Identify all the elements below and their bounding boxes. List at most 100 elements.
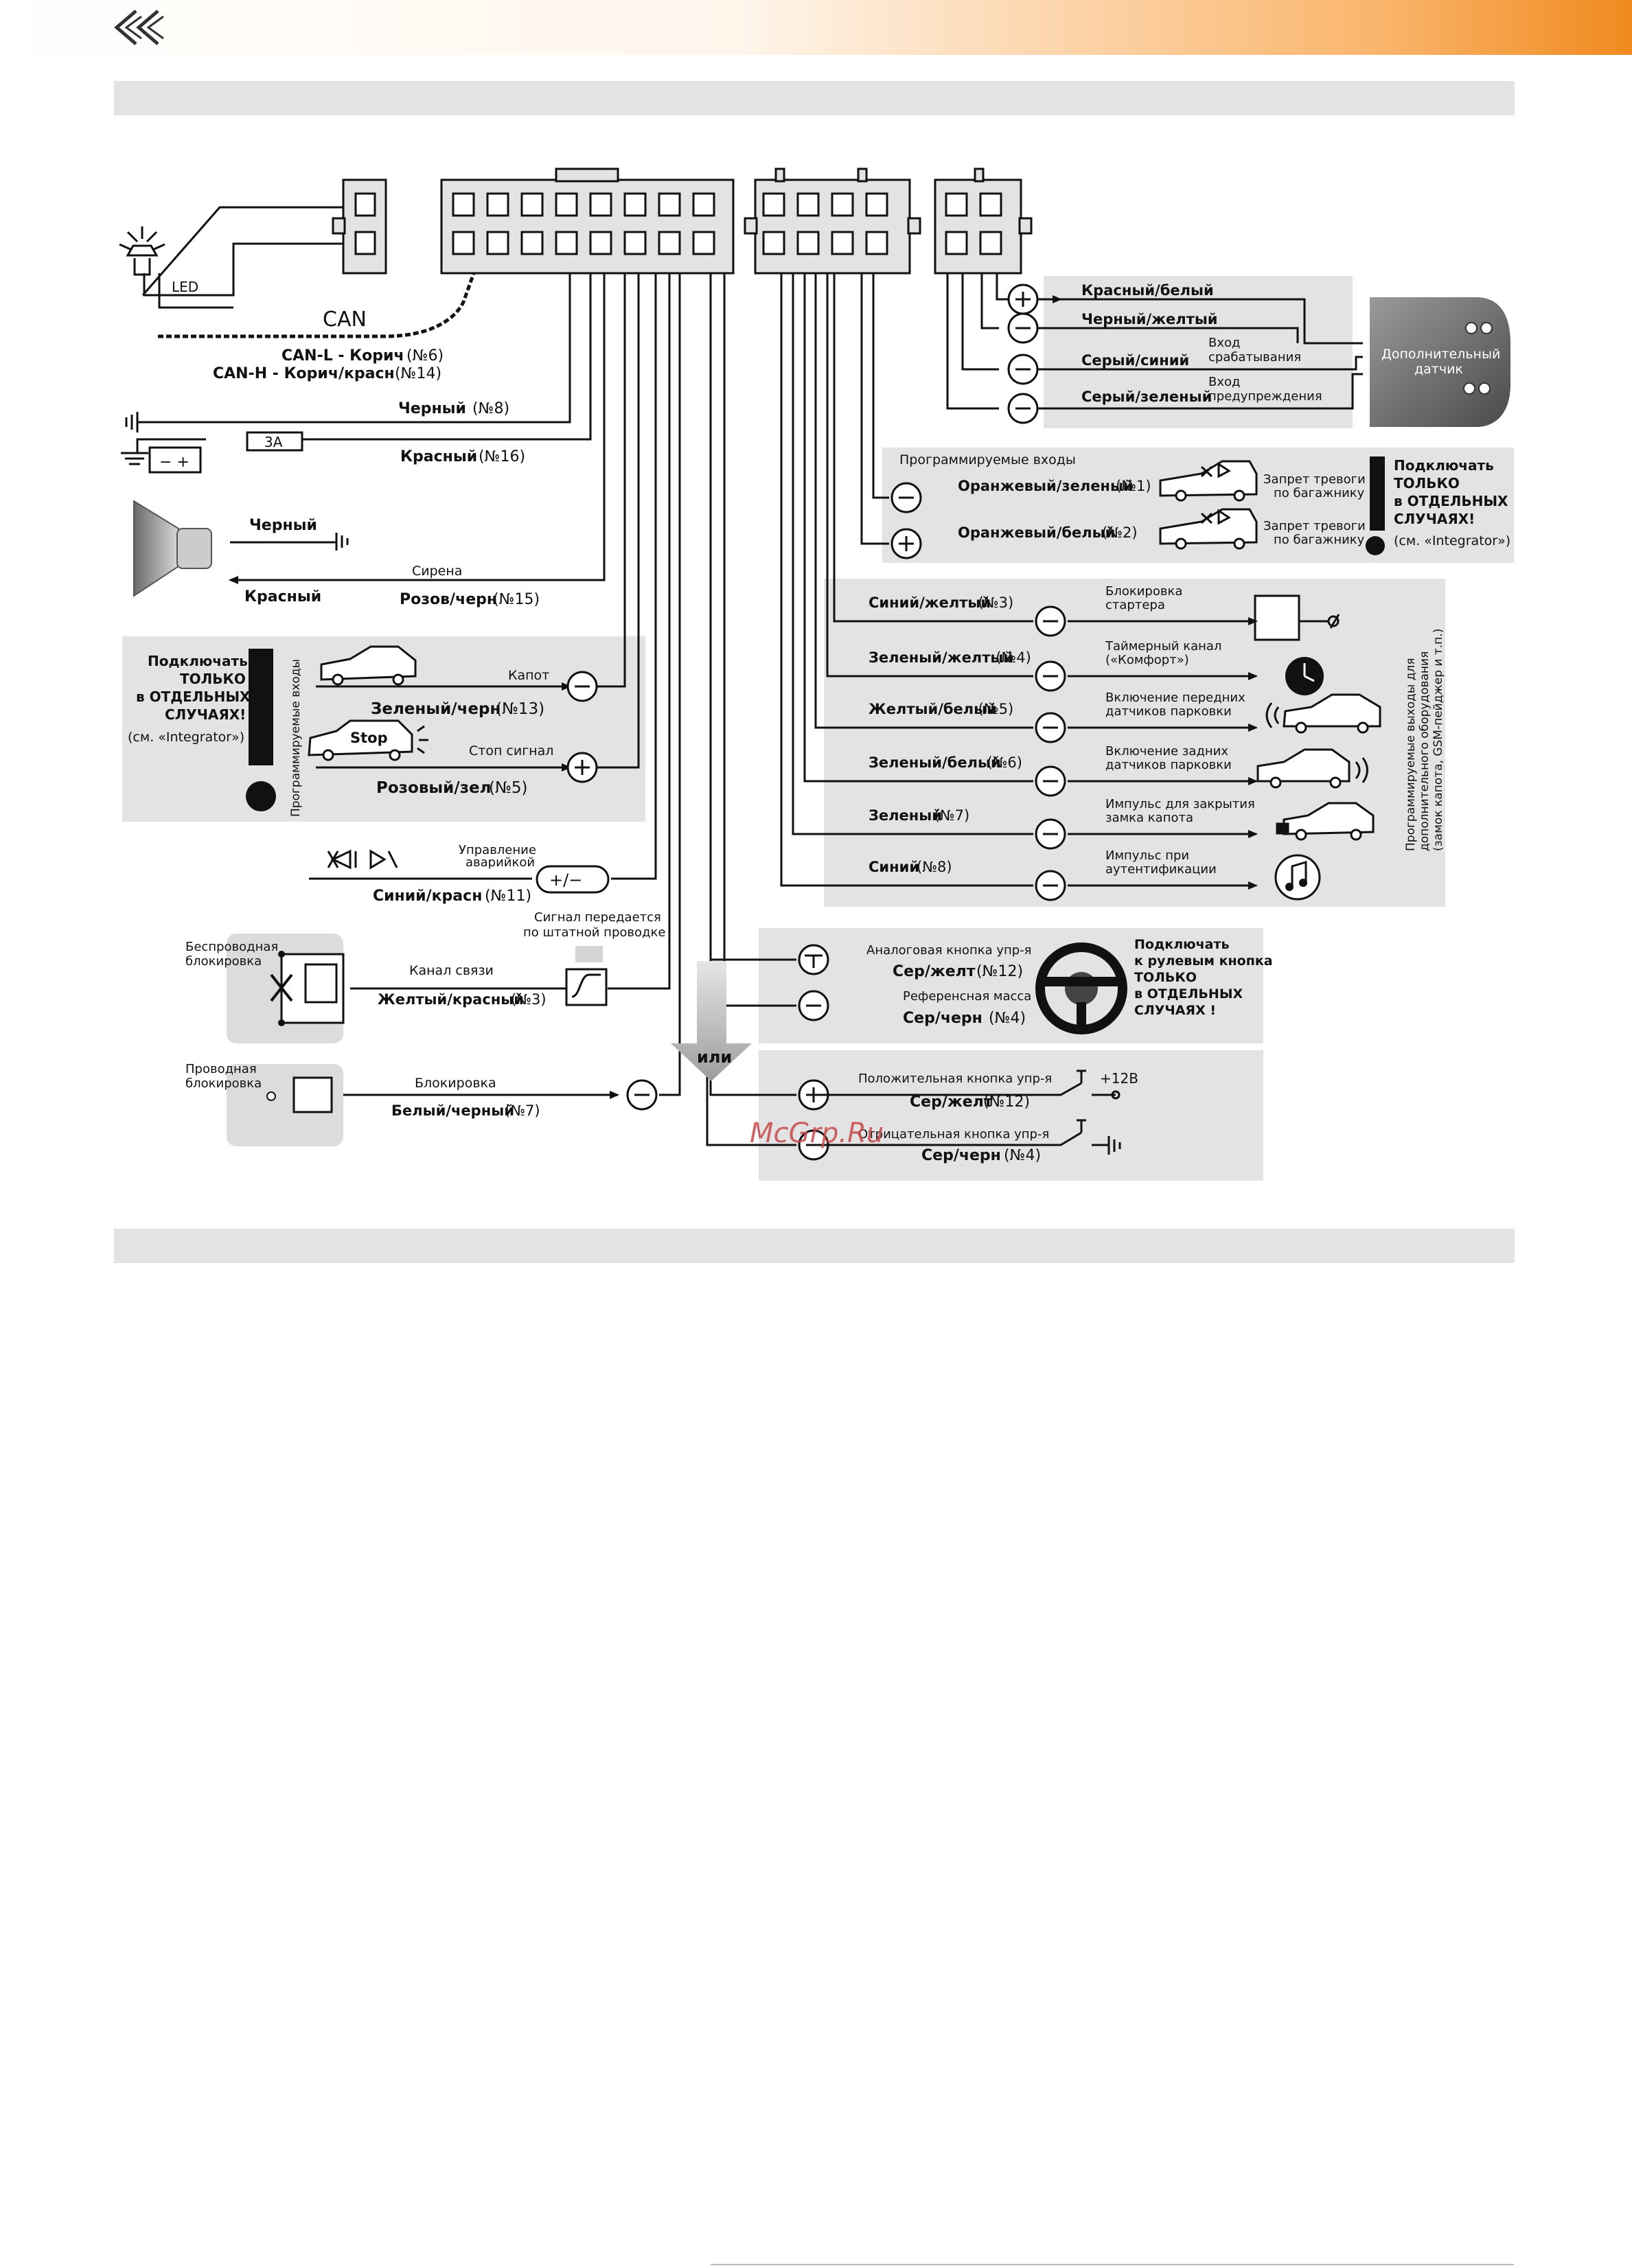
can-l-num: (№6)	[406, 347, 444, 364]
connector-pin	[520, 231, 544, 255]
siren-black-wire: Черный	[249, 517, 317, 534]
power-red-num: (№16)	[479, 448, 525, 465]
outputs-panel	[824, 579, 1445, 907]
output-num-3: (№5)	[978, 701, 1014, 717]
connector-pin	[692, 192, 715, 217]
connector-pin	[692, 231, 715, 255]
trunk-warn-4: СЛУЧАЯХ!	[1394, 511, 1475, 527]
output-wire-1: Синий/желтый	[869, 594, 991, 611]
connector-pin	[979, 192, 1002, 217]
connector-pin	[623, 192, 647, 217]
output-wire-4: Зеленый/белый	[869, 754, 1001, 771]
plus12-label: +12В	[1100, 1070, 1138, 1087]
minus-terminal-icon	[626, 1079, 658, 1111]
footer-rule	[711, 2264, 1514, 2265]
led-label: LED	[172, 279, 198, 295]
output-num-6: (№8)	[917, 859, 952, 875]
output-wire-3: Желтый/белый	[869, 701, 997, 717]
steer-num-3: (№12)	[983, 1094, 1030, 1111]
minus-terminal-icon	[566, 671, 598, 702]
clock-icon	[1285, 657, 1324, 695]
connector-pin	[520, 192, 544, 217]
outputs-side-label-2: дополнительного оборудования	[1418, 651, 1432, 851]
connector-pin	[865, 231, 888, 255]
sensor-input1-1: Вход	[1208, 336, 1240, 350]
stop-label: Стоп сигнал	[469, 743, 553, 759]
battery-icon	[148, 446, 202, 474]
sensor-wire-4: Серый/зеленый	[1081, 389, 1212, 405]
device-label-1: Дополнительный	[1381, 347, 1500, 362]
output-desc-6a: Импульс при	[1105, 848, 1189, 863]
trunk-warn-2: ТОЛЬКО	[1394, 475, 1460, 491]
connector-pin	[979, 231, 1002, 255]
wired-label-2: блокировка	[185, 1076, 262, 1091]
output-desc-2a: Таймерный канал	[1105, 639, 1221, 653]
can-label: CAN	[323, 308, 367, 332]
section-footer-bar	[114, 1229, 1515, 1263]
minus-terminal-icon	[1007, 312, 1039, 344]
hazard-polarity-terminal	[536, 865, 610, 894]
sensor-panel	[1044, 276, 1353, 428]
ground-icon-siren	[330, 533, 349, 551]
hood-wire: Зеленый/черн	[371, 700, 501, 718]
top-bar	[0, 0, 1632, 55]
or-arrow-icon	[671, 961, 752, 1081]
minus-terminal-icon	[1035, 870, 1066, 901]
output-desc-1a: Блокировка	[1105, 584, 1182, 599]
minus-terminal-icon	[798, 1129, 829, 1161]
analog-label: Аналоговая кнопка упр-я	[866, 943, 1032, 958]
steer-warn-2: к рулевым кнопка	[1134, 953, 1273, 969]
steer-wire-3: Сер/желт	[910, 1094, 993, 1111]
connector-pin	[831, 231, 854, 255]
connector-pin	[945, 192, 968, 217]
minus-terminal-icon	[1035, 818, 1066, 850]
trunk-ref: (см. «Integrator»)	[1394, 533, 1510, 548]
connector-outputs	[744, 167, 921, 275]
output-desc-5a: Импульс для закрытия	[1105, 797, 1255, 811]
output-num-5: (№7)	[934, 807, 970, 824]
output-desc-4b: датчиков парковки	[1105, 758, 1232, 772]
connector-pin	[796, 192, 820, 217]
outputs-side-label-1: Программируемые выходы для	[1404, 658, 1418, 851]
hood-lock-car-icon	[1276, 802, 1375, 841]
signal-transfer-arrow-icon	[575, 946, 603, 962]
trunk-num-2: (№2)	[1102, 524, 1138, 541]
wireless-lock-module-icon	[227, 934, 345, 1043]
steer-warn-5: СЛУЧАЯХ !	[1134, 1003, 1216, 1018]
connector-pin	[486, 192, 509, 217]
ground-icon-battery	[121, 452, 148, 465]
front-parking-car-icon	[1265, 693, 1381, 734]
connector-pin	[589, 231, 612, 255]
connector-main	[440, 167, 735, 275]
back-button[interactable]	[108, 7, 170, 48]
steer-wire-1: Сер/желт	[893, 963, 976, 980]
can-h-num: (№14)	[395, 365, 441, 382]
output-desc-6b: аутентификации	[1105, 862, 1217, 877]
stop-wire: Розовый/зел	[376, 779, 492, 797]
inputs-warn-2: ТОЛЬКО	[180, 671, 246, 687]
stop-num: (№5)	[489, 779, 528, 797]
hazard-lamps-icon	[327, 849, 398, 870]
siren-label: Сирена	[412, 564, 462, 579]
power-red-wire: Красный	[400, 448, 477, 465]
minus-terminal-icon	[890, 482, 922, 513]
hazard-wire: Синий/красн	[373, 888, 482, 905]
connector-pin	[623, 231, 647, 255]
connector-pin	[589, 192, 612, 217]
hazard-label-2: аварийкой	[466, 855, 535, 870]
warn-bar	[249, 649, 273, 765]
connector-pin	[658, 231, 681, 255]
siren-wire: Розов/черн	[400, 591, 497, 608]
steer-num-1: (№12)	[976, 963, 1023, 980]
connector-pin	[945, 231, 968, 255]
minus-terminal-icon	[798, 990, 829, 1021]
connector-pin	[865, 192, 888, 217]
steer-wire-4: Сер/черн	[921, 1147, 1001, 1164]
minus-terminal-icon	[1007, 354, 1039, 385]
channel-label: Канал связи	[409, 963, 494, 978]
inputs-ref: (см. «Integrator»)	[128, 730, 244, 745]
sensor-wire-2: Черный/желтый	[1081, 311, 1218, 327]
fuse-icon	[246, 431, 303, 452]
trunk-num-1: (№1)	[1116, 478, 1151, 494]
